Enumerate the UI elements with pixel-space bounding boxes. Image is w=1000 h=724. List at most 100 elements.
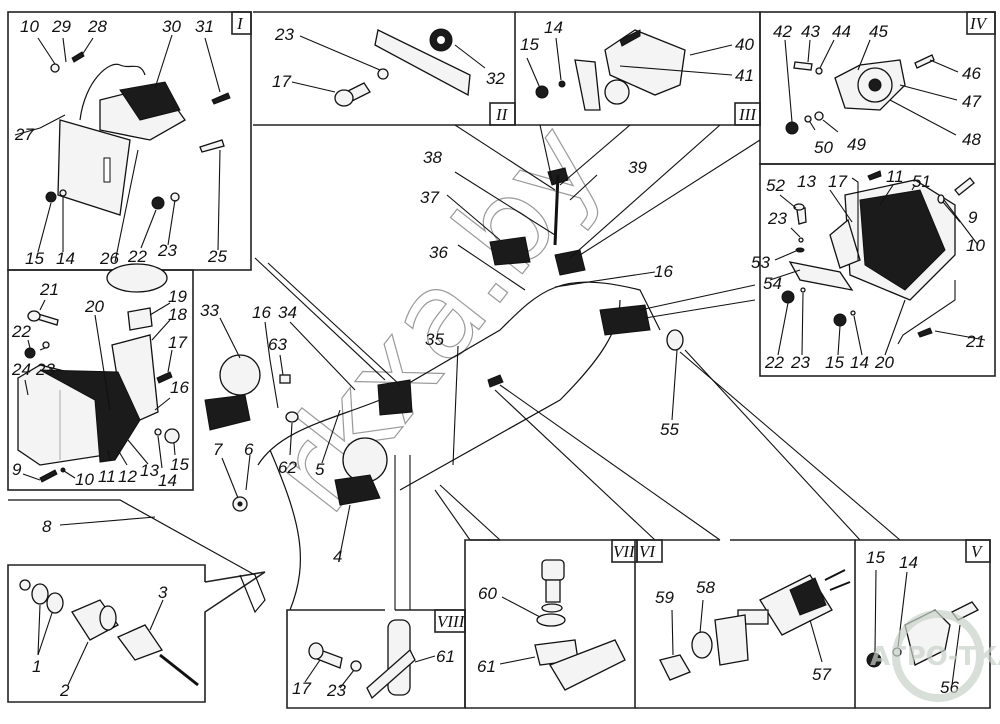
- nut-59: [659, 654, 691, 681]
- washer-50: [804, 115, 812, 123]
- nut-15: [45, 191, 57, 203]
- bracket-strip: [374, 29, 471, 97]
- panel-id-VIII: VIII: [437, 612, 466, 631]
- label-22: 22: [11, 322, 31, 341]
- label-14: 14: [850, 353, 869, 372]
- relay-40: [604, 29, 686, 96]
- panel-VII: VII 60 61: [464, 539, 638, 709]
- label-24: 24: [11, 360, 31, 379]
- label-18: 18: [168, 305, 187, 324]
- label-23b: 23: [790, 353, 810, 372]
- bolt-25: [199, 139, 225, 153]
- label-14: 14: [544, 18, 563, 37]
- panel-III: III 15 14 40 41: [515, 11, 761, 126]
- label-28: 28: [87, 17, 107, 36]
- washer-23: [350, 660, 362, 672]
- label-16b: 16: [654, 262, 673, 281]
- nut-15: [164, 428, 180, 444]
- label-9: 9: [12, 460, 22, 479]
- label-44: 44: [832, 22, 851, 41]
- switch-38: [554, 249, 586, 276]
- label-54: 54: [763, 274, 782, 293]
- label-46: 46: [962, 64, 981, 83]
- label-11: 11: [98, 467, 116, 486]
- label-23: 23: [274, 25, 294, 44]
- washer-14: [154, 428, 162, 436]
- label-10: 10: [966, 236, 985, 255]
- label-16: 16: [252, 303, 271, 322]
- screw-28: [71, 51, 85, 63]
- screw-9: [39, 469, 58, 483]
- screw-9: [954, 177, 975, 196]
- label-12: 12: [118, 467, 137, 486]
- lamp-rear: [599, 304, 651, 336]
- washer-49: [814, 111, 824, 121]
- label-42: 42: [773, 22, 792, 41]
- work-lamp-33: [219, 354, 261, 396]
- panel-id-I: I: [236, 14, 244, 33]
- lamp-housing: [39, 369, 141, 463]
- label-58: 58: [696, 578, 715, 597]
- label-15: 15: [866, 548, 885, 567]
- screw-17: [867, 170, 882, 181]
- label-26: 26: [99, 249, 119, 268]
- label-25: 25: [207, 247, 227, 266]
- label-62: 62: [278, 458, 297, 477]
- label-23: 23: [326, 681, 346, 700]
- label-21: 21: [39, 280, 59, 299]
- nut-22: [781, 290, 795, 304]
- cap-19: [127, 307, 153, 331]
- label-20: 20: [84, 297, 104, 316]
- label-1: 1: [32, 657, 41, 676]
- label-19: 19: [168, 287, 187, 306]
- label-3: 3: [158, 583, 168, 602]
- nut-15: [833, 313, 847, 327]
- connector-63: [279, 374, 291, 384]
- label-34: 34: [278, 303, 297, 322]
- panel-id-V: V: [971, 542, 984, 561]
- label-17: 17: [168, 333, 187, 352]
- lamp-37: [489, 236, 531, 266]
- label-17: 17: [272, 72, 291, 91]
- washer-10: [937, 194, 945, 204]
- label-15: 15: [170, 455, 189, 474]
- label-38: 38: [423, 148, 442, 167]
- bolt-head: [541, 559, 565, 581]
- nut-15: [866, 652, 882, 668]
- bulb-55: [666, 329, 684, 351]
- label-53: 53: [751, 253, 770, 272]
- washer-44: [815, 67, 823, 75]
- panel-IV: IV 42 43 44 45 46 47 48 50 49: [759, 11, 996, 165]
- nut-22: [24, 347, 36, 359]
- label-59: 59: [655, 588, 674, 607]
- label-22: 22: [127, 247, 147, 266]
- washer-10: [50, 63, 60, 73]
- panel-left-lamp: 21 20 19 18 22 23 17 24 16 9 10 11 12 13…: [7, 263, 194, 491]
- mounting-plate: [57, 119, 131, 216]
- panel-VIII: VIII 17 23 61: [286, 609, 466, 709]
- nut-15: [535, 85, 549, 99]
- label-10: 10: [75, 470, 94, 489]
- strip-54: [788, 261, 854, 291]
- label-39: 39: [628, 158, 647, 177]
- label-23: 23: [157, 241, 177, 260]
- label-36: 36: [429, 243, 448, 262]
- label-17: 17: [828, 172, 847, 191]
- o-ring: [19, 579, 31, 591]
- bolt-43: [793, 61, 813, 71]
- panel-II: II 23 17 32: [253, 11, 516, 126]
- label-49: 49: [847, 135, 866, 154]
- label-50: 50: [814, 138, 833, 157]
- label-13: 13: [797, 172, 816, 191]
- washer-14: [850, 310, 856, 316]
- watermark-logo-text: АГРО-ТКА: [870, 642, 1000, 672]
- label-22: 22: [764, 353, 784, 372]
- bracket-41: [574, 59, 601, 111]
- washer-1b: [46, 592, 64, 614]
- washer-58: [691, 631, 713, 659]
- label-33: 33: [200, 301, 219, 320]
- washer-23: [377, 68, 389, 80]
- main-assembly: 33 16 34 63 62 5 4 7 6 8 35 36 37 38 39 …: [8, 124, 901, 614]
- connector-62: [285, 411, 299, 423]
